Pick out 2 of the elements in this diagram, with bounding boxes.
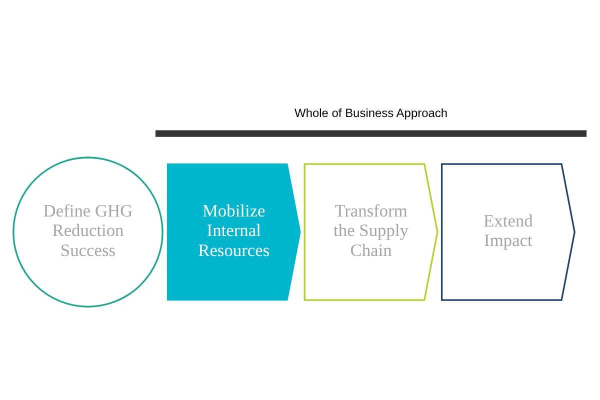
- node-text: Whole of Business Approach: [294, 106, 448, 120]
- node-circle: Define GHG Reduction Success: [12, 156, 164, 307]
